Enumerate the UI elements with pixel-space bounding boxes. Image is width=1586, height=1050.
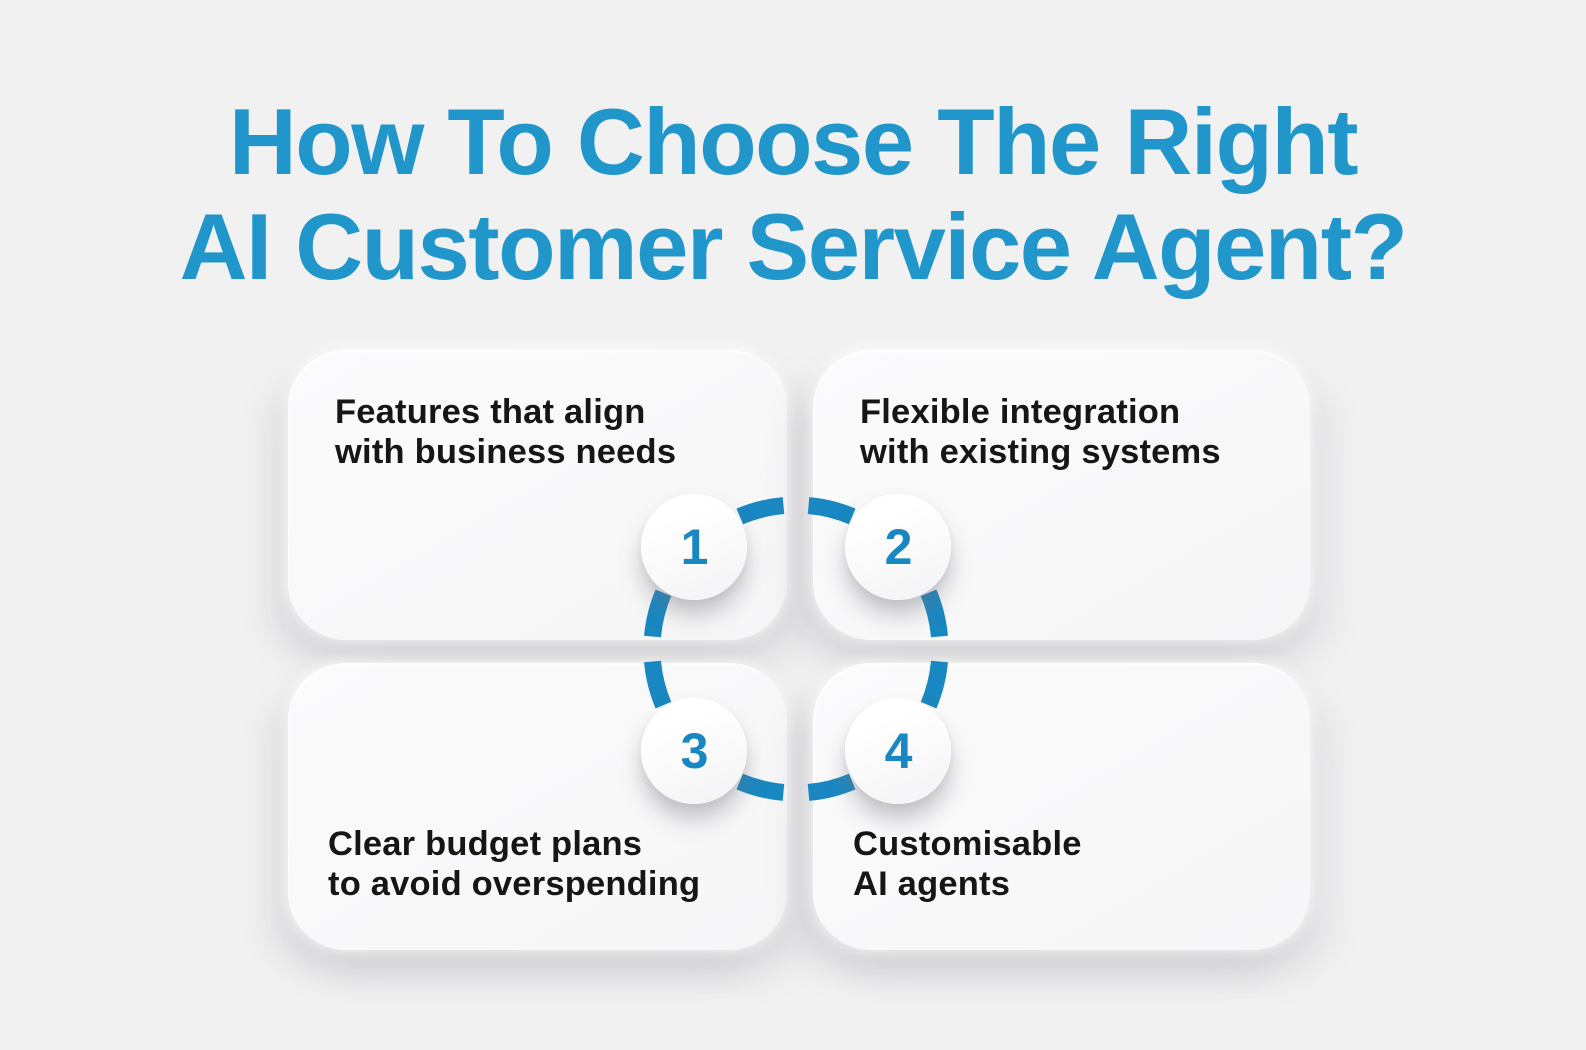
card-step-3-line-1: Clear budget plans bbox=[328, 825, 643, 863]
step-badge-4: 4 bbox=[845, 698, 951, 804]
step-badge-1-number: 1 bbox=[680, 519, 709, 575]
card-step-1-text: Features that align with business needs bbox=[335, 392, 676, 472]
step-badge-2-number: 2 bbox=[884, 519, 913, 575]
page-title-line-1: How To Choose The Right bbox=[228, 88, 1359, 194]
card-step-3-line-2: to avoid overspending bbox=[328, 865, 701, 903]
step-badge-1: 1 bbox=[641, 494, 747, 600]
step-badge-4-number: 4 bbox=[884, 723, 913, 779]
card-step-2-line-1: Flexible integration bbox=[860, 393, 1181, 431]
step-badge-3-number: 3 bbox=[680, 723, 709, 779]
card-step-4-line-2: AI agents bbox=[853, 865, 1011, 903]
page-title: How To Choose The Right AI Customer Serv… bbox=[0, 89, 1586, 299]
card-step-3-text: Clear budget plans to avoid overspending bbox=[328, 824, 700, 904]
card-step-2-line-2: with existing systems bbox=[860, 433, 1221, 471]
card-step-1-line-2: with business needs bbox=[335, 433, 677, 471]
card-step-4-text: Customisable AI agents bbox=[853, 824, 1082, 904]
page-title-line-2: AI Customer Service Agent? bbox=[179, 193, 1408, 299]
card-step-1-line-1: Features that align bbox=[335, 393, 646, 431]
card-step-4-line-1: Customisable bbox=[853, 825, 1082, 863]
card-step-2-text: Flexible integration with existing syste… bbox=[860, 392, 1221, 472]
step-badge-2: 2 bbox=[845, 494, 951, 600]
step-badge-3: 3 bbox=[641, 698, 747, 804]
